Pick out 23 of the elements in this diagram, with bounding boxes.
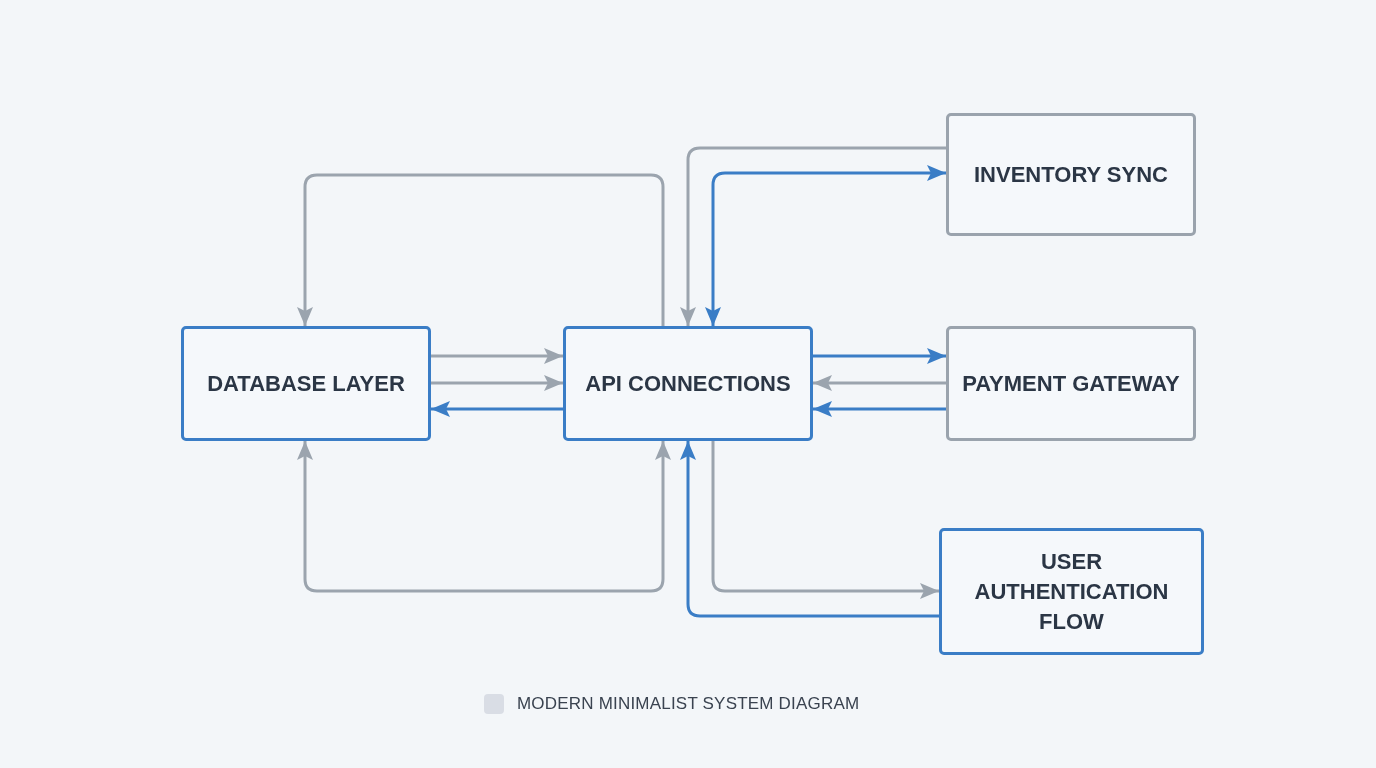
process-box xyxy=(946,113,1196,236)
arrow xyxy=(705,165,946,326)
process-box xyxy=(946,326,1196,441)
arrow xyxy=(431,348,563,364)
arrow xyxy=(431,375,563,391)
arrow xyxy=(711,441,939,599)
arrow xyxy=(297,441,671,593)
node-label: INVENTORY SYNC xyxy=(973,160,1169,189)
arrow xyxy=(297,173,665,326)
process-box xyxy=(939,528,1204,655)
arrow xyxy=(813,401,946,417)
arrow xyxy=(813,375,946,391)
node-label: PAYMENT GATEWAY xyxy=(961,369,1181,398)
arrow xyxy=(431,401,563,417)
legend-label: MODERN MINIMALIST SYSTEM DIAGRAM xyxy=(517,694,860,714)
arrow xyxy=(813,348,946,364)
node-label: USER AUTHENTICATION FLOW xyxy=(973,547,1170,636)
arrow xyxy=(680,441,939,618)
node-label: API CONNECTIONS xyxy=(584,369,792,398)
arrow xyxy=(680,146,946,326)
process-box xyxy=(563,326,813,441)
process-box xyxy=(181,326,431,441)
node-label: DATABASE LAYER xyxy=(206,369,406,398)
